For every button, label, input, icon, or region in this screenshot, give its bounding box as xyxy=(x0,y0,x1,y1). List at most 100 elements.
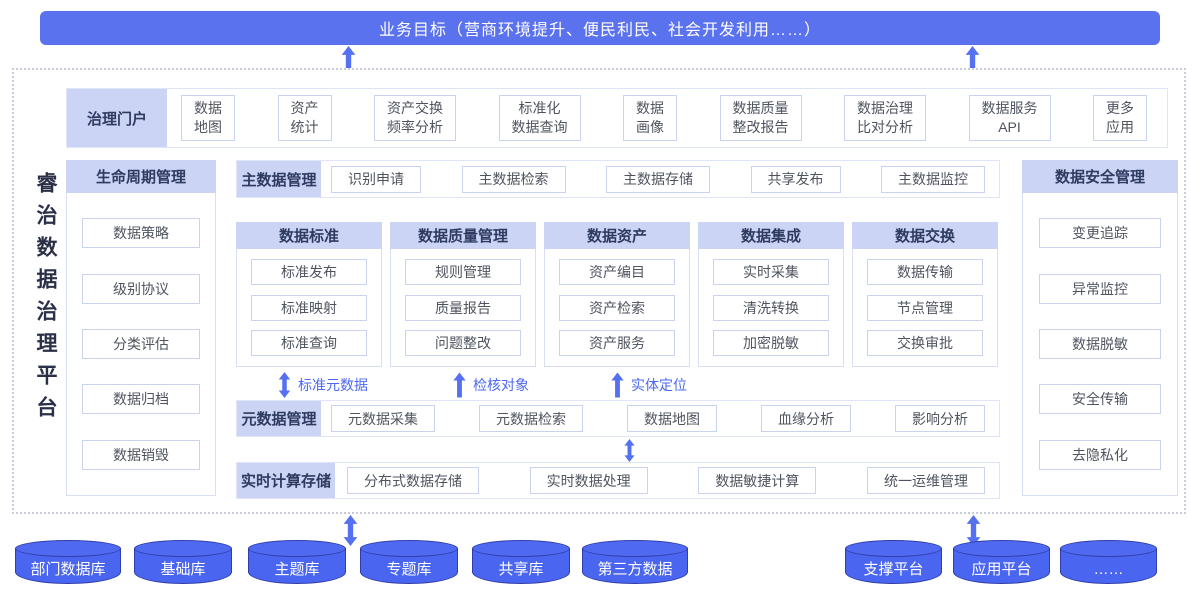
master-data-row: 主数据管理 识别申请 主数据检索 主数据存储 共享发布 主数据监控 xyxy=(236,160,1000,198)
security-item: 数据脱敏 xyxy=(1039,328,1161,359)
module-column-header: 数据质量管理 xyxy=(390,222,536,249)
module-column-header: 数据标准 xyxy=(236,222,382,249)
module-item: 资产编目 xyxy=(559,258,675,285)
master-data-item: 识别申请 xyxy=(331,165,421,193)
master-data-item: 主数据监控 xyxy=(881,165,985,193)
module-column-data-exchange: 数据交换 数据传输 节点管理 交换审批 xyxy=(852,222,998,367)
security-column-body: 变更追踪 异常监控 数据脱敏 安全传输 去隐私化 xyxy=(1022,193,1178,496)
realtime-item: 统一运维管理 xyxy=(866,467,985,494)
portal-row-label: 治理门户 xyxy=(67,89,167,147)
platform-cylinder: 应用平台 xyxy=(953,540,1050,584)
platform-cylinder: …… xyxy=(1060,540,1157,584)
module-item: 问题整改 xyxy=(405,330,521,357)
database-label: 共享库 xyxy=(498,561,544,578)
metadata-item: 影响分析 xyxy=(895,405,985,432)
lifecycle-item: 数据策略 xyxy=(82,218,200,249)
portal-item: 数据服务 API xyxy=(968,95,1051,141)
metadata-row-label: 元数据管理 xyxy=(237,401,321,436)
cylinder-top xyxy=(134,540,232,557)
lifecycle-item: 级别协议 xyxy=(82,273,200,304)
portal-row: 治理门户 数据 地图 资产 统计 资产交换 频率分析 标准化 数据查询 数据 画… xyxy=(66,88,1168,148)
module-item: 标准发布 xyxy=(251,258,367,285)
cylinder-top xyxy=(248,540,346,557)
lifecycle-column-body: 数据策略 级别协议 分类评估 数据归档 数据销毁 xyxy=(66,193,216,496)
security-item: 异常监控 xyxy=(1039,273,1161,304)
platform-label: 应用平台 xyxy=(971,561,1032,578)
module-column-header: 数据资产 xyxy=(544,222,690,249)
flow-standard-metadata: 标准元数据 xyxy=(278,371,368,398)
portal-item: 资产交换 频率分析 xyxy=(374,95,456,141)
up-down-arrow-icon xyxy=(343,515,358,546)
database-label: 基础库 xyxy=(160,561,206,578)
realtime-row: 实时计算存储 分布式数据存储 实时数据处理 数据敏捷计算 统一运维管理 xyxy=(236,462,1000,499)
up-down-arrow-icon xyxy=(966,515,981,546)
master-data-item: 主数据检索 xyxy=(461,165,566,193)
portal-item: 数据 画像 xyxy=(623,95,677,141)
metadata-item: 元数据检索 xyxy=(479,405,583,432)
platform-label: 支撑平台 xyxy=(863,561,924,578)
database-cylinder: 主题库 xyxy=(248,540,346,584)
realtime-item: 数据敏捷计算 xyxy=(698,467,817,494)
realtime-item: 实时数据处理 xyxy=(529,467,648,494)
module-column-data-asset: 数据资产 资产编目 资产检索 资产服务 xyxy=(544,222,690,367)
security-item: 变更追踪 xyxy=(1039,218,1161,249)
master-data-item: 共享发布 xyxy=(750,165,841,193)
security-item: 安全传输 xyxy=(1039,384,1161,415)
platform-title: 睿治数据治理平台 xyxy=(34,172,57,428)
portal-item: 标准化 数据查询 xyxy=(498,95,581,141)
module-item: 实时采集 xyxy=(713,258,829,285)
module-column-header: 数据交换 xyxy=(852,222,998,249)
cylinder-top xyxy=(953,540,1050,557)
security-column: 数据安全管理 变更追踪 异常监控 数据脱敏 安全传输 去隐私化 xyxy=(1022,160,1178,496)
flow-entity-locate: 实体定位 xyxy=(611,371,687,398)
up-down-arrow-icon xyxy=(624,439,635,462)
security-column-header: 数据安全管理 xyxy=(1022,160,1178,193)
master-data-item: 主数据存储 xyxy=(606,165,710,193)
portal-row-items: 数据 地图 资产 统计 资产交换 频率分析 标准化 数据查询 数据 画像 数据质… xyxy=(167,89,1167,147)
lifecycle-item: 数据归档 xyxy=(82,384,200,415)
module-item: 资产服务 xyxy=(559,330,675,357)
module-item: 资产检索 xyxy=(559,294,675,321)
platform-cylinder: 支撑平台 xyxy=(845,540,942,584)
module-column-data-quality: 数据质量管理 规则管理 质量报告 问题整改 xyxy=(390,222,536,367)
portal-item: 数据 地图 xyxy=(181,95,235,141)
database-cylinder: 专题库 xyxy=(360,540,458,584)
module-column-data-standard: 数据标准 标准发布 标准映射 标准查询 xyxy=(236,222,382,367)
database-label: 主题库 xyxy=(274,561,320,578)
up-down-arrow-icon xyxy=(278,371,291,398)
module-column-data-integration: 数据集成 实时采集 清洗转换 加密脱敏 xyxy=(698,222,844,367)
module-item: 标准查询 xyxy=(251,330,367,357)
module-item: 加密脱敏 xyxy=(713,330,829,357)
metadata-item: 元数据采集 xyxy=(331,405,435,432)
flow-label: 标准元数据 xyxy=(298,376,368,393)
lifecycle-column-header: 生命周期管理 xyxy=(66,160,216,193)
database-label: 专题库 xyxy=(386,561,432,578)
realtime-row-label: 实时计算存储 xyxy=(237,463,335,498)
cylinder-top xyxy=(582,540,688,557)
database-cylinder: 基础库 xyxy=(134,540,232,584)
database-cylinder: 共享库 xyxy=(472,540,570,584)
portal-item: 资产 统计 xyxy=(277,95,332,141)
metadata-item: 数据地图 xyxy=(627,405,717,432)
up-arrow-icon xyxy=(611,371,624,398)
database-cylinder: 第三方数据 xyxy=(582,540,688,584)
lifecycle-item: 数据销毁 xyxy=(82,439,200,470)
lifecycle-item: 分类评估 xyxy=(82,328,200,359)
realtime-item: 分布式数据存储 xyxy=(347,467,479,494)
cylinder-top xyxy=(845,540,942,557)
module-column-header: 数据集成 xyxy=(698,222,844,249)
up-arrow-icon xyxy=(453,371,466,398)
portal-item: 数据治理 比对分析 xyxy=(844,95,926,141)
metadata-row: 元数据管理 元数据采集 元数据检索 数据地图 血缘分析 影响分析 xyxy=(236,400,1000,437)
lifecycle-column: 生命周期管理 数据策略 级别协议 分类评估 数据归档 数据销毁 xyxy=(66,160,216,496)
module-item: 规则管理 xyxy=(405,258,521,285)
module-item: 数据传输 xyxy=(867,258,983,285)
module-item: 标准映射 xyxy=(251,294,367,321)
portal-item: 数据质量 整改报告 xyxy=(719,95,802,141)
portal-item: 更多 应用 xyxy=(1093,95,1147,141)
database-label: 部门数据库 xyxy=(30,561,106,578)
module-item: 清洗转换 xyxy=(713,294,829,321)
metadata-item: 血缘分析 xyxy=(761,405,851,432)
cylinder-top xyxy=(472,540,570,557)
